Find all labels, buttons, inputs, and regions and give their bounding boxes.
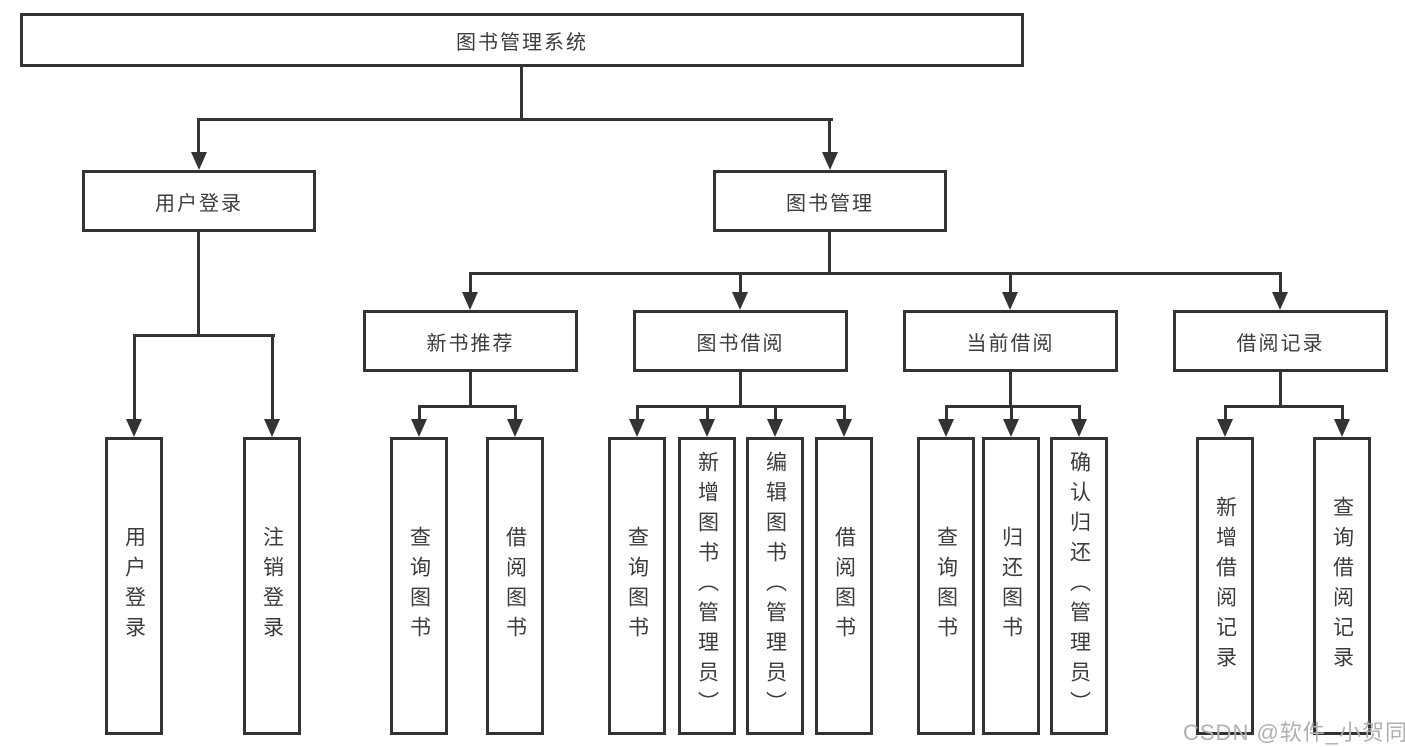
connector-line [1341, 405, 1344, 423]
connector-line [636, 405, 845, 408]
connector-line [774, 405, 777, 423]
connector-line [133, 334, 136, 424]
leaf-user-login-label: 用户登录 [122, 526, 146, 646]
connector-line [843, 405, 846, 423]
arrow-down-icon [732, 292, 748, 310]
arrow-down-icon [1272, 292, 1288, 310]
connector-line [469, 372, 472, 407]
leaf-add-borrow-record: 新增借阅记录 [1196, 437, 1254, 735]
leaf-add-books-admin-label: 新增图书（管理员） [695, 451, 719, 721]
node-user-login: 用户登录 [82, 170, 316, 232]
arrow-down-icon [629, 419, 645, 437]
connector-line [1279, 272, 1282, 298]
connector-line [197, 118, 200, 158]
leaf-current-query-books: 查询图书 [917, 437, 975, 735]
connector-line [1078, 405, 1081, 423]
leaf-confirm-return-admin-label: 确认归还（管理员） [1067, 451, 1091, 721]
connector-line [1279, 372, 1282, 407]
connector-line [197, 118, 833, 121]
connector-line [636, 405, 639, 423]
leaf-add-borrow-record-label: 新增借阅记录 [1213, 496, 1237, 676]
leaf-recommend-query-books-label: 查询图书 [407, 526, 431, 646]
connector-line [828, 232, 831, 274]
arrow-down-icon [938, 419, 954, 437]
leaf-edit-books-admin: 编辑图书（管理员） [746, 437, 804, 735]
connector-line [197, 232, 200, 336]
arrow-down-icon [191, 152, 207, 170]
node-current-borrowing-label: 当前借阅 [966, 332, 1055, 355]
leaf-current-query-books-label: 查询图书 [934, 526, 958, 646]
leaf-query-borrow-record: 查询借阅记录 [1313, 437, 1371, 735]
leaf-borrowing-query-books-label: 查询图书 [625, 526, 649, 646]
connector-line [520, 67, 523, 120]
arrow-down-icon [126, 419, 142, 437]
connector-line [828, 118, 831, 158]
node-current-borrowing: 当前借阅 [903, 310, 1118, 372]
arrow-down-icon [507, 419, 523, 437]
leaf-logout-label: 注销登录 [260, 526, 284, 646]
arrow-down-icon [767, 419, 783, 437]
connector-line [706, 405, 709, 423]
leaf-borrowing-query-books: 查询图书 [608, 437, 666, 735]
connector-line [133, 334, 275, 337]
leaf-return-books-label: 归还图书 [999, 526, 1023, 646]
connector-line [739, 272, 742, 298]
leaf-confirm-return-admin: 确认归还（管理员） [1050, 437, 1108, 735]
arrow-down-icon [1334, 419, 1350, 437]
connector-line [1010, 405, 1013, 423]
leaf-recommend-query-books: 查询图书 [390, 437, 448, 735]
node-root-label: 图书管理系统 [456, 31, 588, 54]
connector-line [514, 405, 517, 423]
leaf-query-borrow-record-label: 查询借阅记录 [1330, 496, 1354, 676]
leaf-recommend-borrow-books-label: 借阅图书 [503, 526, 527, 646]
connector-line [271, 334, 274, 424]
connector-line [1009, 272, 1012, 298]
connector-line [469, 272, 1282, 275]
node-user-login-label: 用户登录 [155, 192, 243, 215]
node-book-management: 图书管理 [713, 170, 947, 232]
leaf-user-login: 用户登录 [105, 437, 163, 735]
connector-line [1224, 405, 1227, 423]
connector-line [739, 372, 742, 407]
arrow-down-icon [1002, 292, 1018, 310]
arrow-down-icon [462, 292, 478, 310]
leaf-add-books-admin: 新增图书（管理员） [678, 437, 736, 735]
connector-line [1009, 372, 1012, 407]
node-borrowing-records-label: 借阅记录 [1236, 332, 1325, 355]
connector-line [469, 272, 472, 298]
arrow-down-icon [411, 419, 427, 437]
leaf-return-books: 归还图书 [982, 437, 1040, 735]
connector-line [945, 405, 948, 423]
connector-line [418, 405, 421, 423]
leaf-recommend-borrow-books: 借阅图书 [486, 437, 544, 735]
node-borrowing-records: 借阅记录 [1173, 310, 1388, 372]
leaf-borrowing-borrow-books-label: 借阅图书 [832, 526, 856, 646]
arrow-down-icon [1003, 419, 1019, 437]
node-book-borrowing-label: 图书借阅 [696, 332, 785, 355]
node-root: 图书管理系统 [20, 13, 1024, 67]
arrow-down-icon [822, 152, 838, 170]
leaf-logout: 注销登录 [243, 437, 301, 735]
arrow-down-icon [1217, 419, 1233, 437]
node-book-borrowing: 图书借阅 [633, 310, 848, 372]
leaf-edit-books-admin-label: 编辑图书（管理员） [763, 451, 787, 721]
node-new-book-recommend: 新书推荐 [363, 310, 578, 372]
connector-line [418, 405, 516, 408]
node-book-management-label: 图书管理 [786, 192, 874, 215]
leaf-borrowing-borrow-books: 借阅图书 [815, 437, 873, 735]
arrow-down-icon [699, 419, 715, 437]
node-new-book-recommend-label: 新书推荐 [426, 332, 515, 355]
arrow-down-icon [264, 419, 280, 437]
arrow-down-icon [1071, 419, 1087, 437]
connector-line [1224, 405, 1343, 408]
arrow-down-icon [836, 419, 852, 437]
watermark: CSDN @软件_小贺同学 [1183, 720, 1405, 745]
